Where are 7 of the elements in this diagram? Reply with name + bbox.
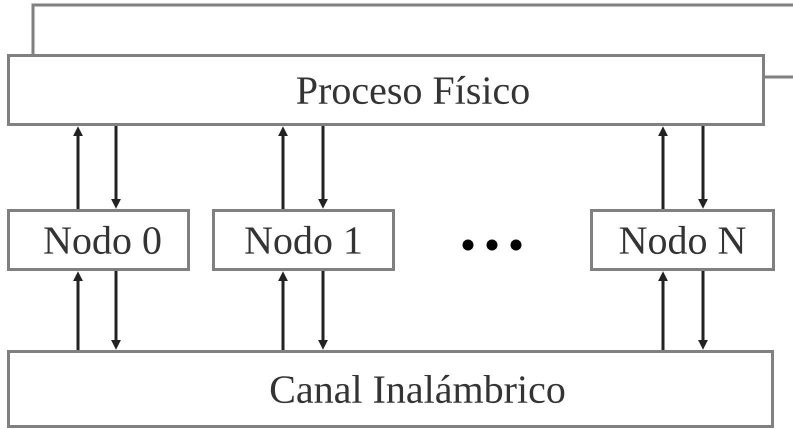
block-box: Nodo N <box>590 209 775 271</box>
block-box: Proceso Físico <box>7 54 766 126</box>
block-box: Nodo 1 <box>212 209 395 271</box>
connector-line <box>32 4 793 54</box>
block-box: Nodo 0 <box>7 209 190 271</box>
connector-line <box>765 76 793 78</box>
block-box: Canal Inalámbrico <box>7 350 774 428</box>
